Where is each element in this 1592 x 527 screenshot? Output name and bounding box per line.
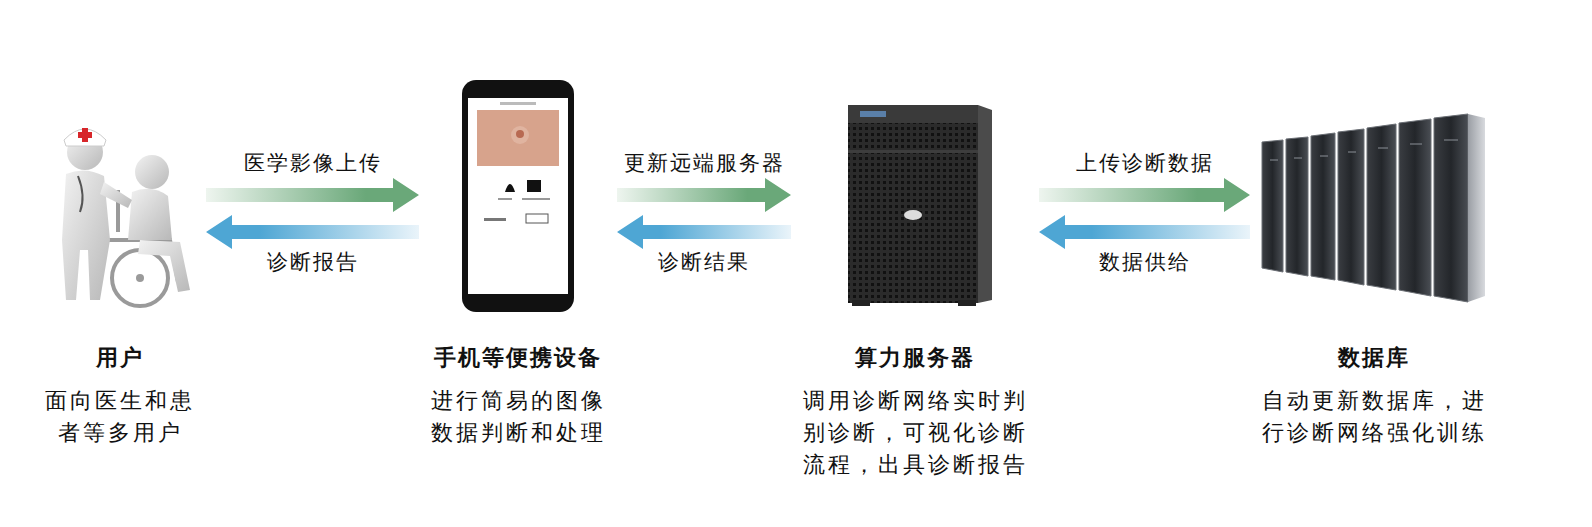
arrow-label: 数据供给 bbox=[1095, 249, 1195, 275]
column-heading: 数据库 bbox=[1338, 343, 1410, 371]
column-heading: 用户 bbox=[96, 343, 144, 371]
arrow-label: 医学影像上传 bbox=[240, 150, 386, 176]
device-column: 数据库自动更新数据库，进行诊断网络强化训练 bbox=[1254, 75, 1494, 449]
flow-arrow bbox=[206, 178, 419, 212]
column-description: 自动更新数据库，进行诊断网络强化训练 bbox=[1259, 385, 1489, 449]
device-column: 算力服务器调用诊断网络实时判别诊断，可视化诊断流程，出具诊断报告 bbox=[795, 75, 1035, 481]
user-figure bbox=[62, 128, 190, 306]
arrow-label: 诊断结果 bbox=[654, 249, 754, 275]
flow-arrow bbox=[617, 178, 791, 212]
device-column: 用户面向医生和患者等多用户 bbox=[38, 75, 202, 449]
device-column: 手机等便携设备进行简易的图像数据判断和处理 bbox=[423, 75, 613, 449]
column-description: 进行简易的图像数据判断和处理 bbox=[428, 385, 608, 449]
arrow-label: 上传诊断数据 bbox=[1072, 150, 1218, 176]
server-illustration bbox=[848, 105, 992, 306]
column-heading: 手机等便携设备 bbox=[434, 343, 602, 371]
arrow-label: 诊断报告 bbox=[263, 249, 363, 275]
flow-arrow bbox=[1039, 215, 1250, 249]
flow-arrow bbox=[206, 215, 419, 249]
phone-illustration bbox=[462, 80, 574, 312]
arrow-label: 更新远端服务器 bbox=[620, 150, 789, 176]
column-description: 面向医生和患者等多用户 bbox=[43, 385, 197, 449]
database-illustration bbox=[1262, 114, 1485, 302]
column-description: 调用诊断网络实时判别诊断，可视化诊断流程，出具诊断报告 bbox=[800, 385, 1030, 481]
flow-arrow bbox=[1039, 178, 1250, 212]
column-heading: 算力服务器 bbox=[855, 343, 975, 371]
flow-arrow bbox=[617, 215, 791, 249]
